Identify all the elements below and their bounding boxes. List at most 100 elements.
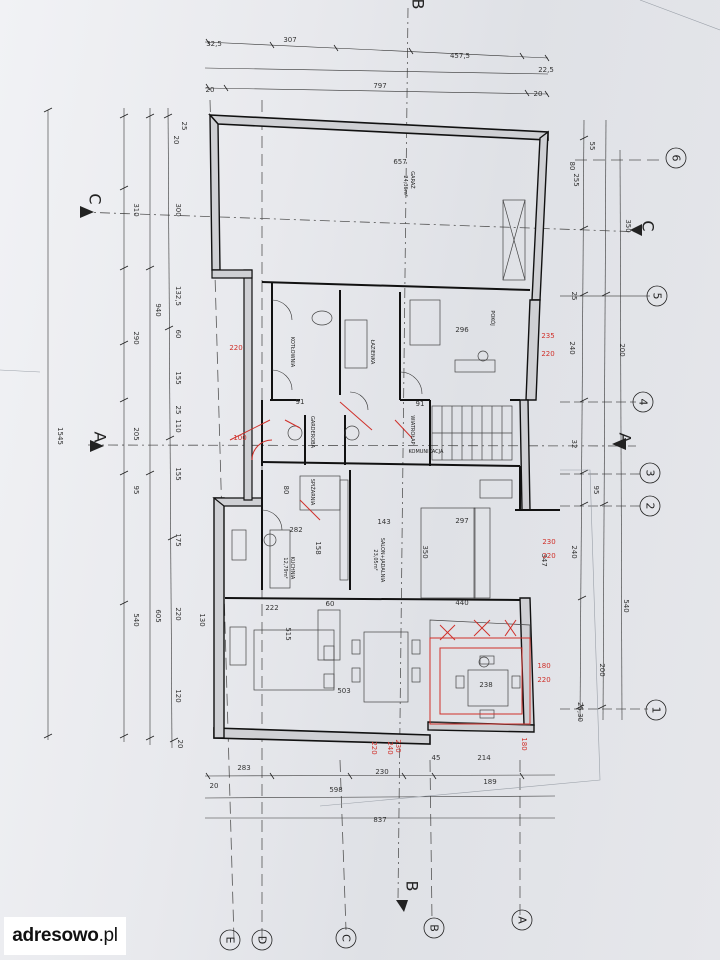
dim-left-11: 110	[174, 419, 182, 432]
dim-right-12: 200	[598, 663, 606, 676]
dim-left-0: 25	[180, 122, 188, 131]
dim-left-15: 605	[154, 609, 162, 622]
dim-left-19: 120	[174, 689, 182, 702]
dim-inner-3: 282	[289, 526, 302, 534]
dim-left-10: 25	[174, 406, 182, 415]
dim-inner-2: 297	[455, 517, 468, 525]
dim-right-3: 350	[624, 219, 632, 232]
dim-top-4: 20	[206, 86, 215, 94]
room-kitchen: KUCHNIA	[289, 557, 295, 580]
dim-bottom-0: 283	[237, 764, 250, 772]
door-swings	[261, 299, 423, 531]
dim-bottom-7: 20	[210, 782, 219, 790]
dim-inner-12: 91	[296, 398, 305, 406]
dim-inner-11: 350	[421, 545, 429, 558]
paper-edges	[0, 0, 720, 807]
dim-top-7: 657	[393, 158, 406, 166]
dim-bottom-1: 230	[375, 768, 388, 776]
dim-right-11: 540	[622, 599, 630, 612]
dims-left: 25 20 310 300 132,5 940 290 60 155 205 2…	[56, 122, 206, 749]
dim-right-10: 240	[570, 545, 578, 558]
room-hall: KOMUNIKACJA	[409, 449, 445, 455]
red-mark-labels: 235 220 100 220 180 220 230 220 180 230 …	[229, 332, 555, 755]
dim-right-0: 55	[588, 142, 596, 151]
room-living: SALON+JADALNIA	[379, 538, 385, 583]
axis-label-C: C	[340, 934, 353, 942]
dim-left-20: 20	[176, 740, 184, 749]
red-mark-1: 220	[541, 350, 554, 358]
axis-label-A: A	[516, 916, 529, 924]
dim-left-2: 310	[132, 203, 140, 216]
dim-left-12: 95	[132, 486, 140, 495]
dim-left-4: 132,5	[174, 286, 182, 306]
dim-left-14: 175	[174, 533, 182, 546]
dimension-lines	[47, 41, 623, 819]
dim-left-21: 1545	[56, 427, 64, 445]
dims-top: 32,5 307 457,5 22,5 20 797 20 657	[206, 36, 554, 166]
dim-left-13: 155	[174, 467, 182, 480]
dims-inner: 296 143 297 282 158 222 60 440 515 503 2…	[265, 326, 492, 695]
furniture	[229, 199, 531, 726]
dim-top-6: 20	[534, 90, 543, 98]
room-living-area: 23,05m²	[372, 549, 378, 570]
dim-left-17: 220	[174, 607, 182, 620]
axis-label-D: D	[256, 936, 269, 944]
dim-inner-8: 515	[284, 627, 292, 640]
room-garage: GARAŻ	[409, 171, 416, 189]
section-B-top: B	[409, 0, 428, 9]
dim-right-1: 80	[568, 162, 576, 171]
watermark-brand: adresowo	[12, 925, 99, 946]
dim-right-5: 240	[568, 341, 576, 354]
dims-bottom: 283 230 45 214 598 189 837 20	[210, 754, 497, 824]
dim-inner-14: 80	[282, 486, 290, 495]
dim-bottom-5: 189	[483, 778, 496, 786]
right-axis-circles	[632, 147, 687, 721]
dim-right-9: 347	[540, 553, 548, 566]
section-B-bottom: B	[403, 881, 422, 892]
dim-left-6: 290	[132, 331, 140, 344]
dim-right-8: 95	[592, 486, 600, 495]
room-boiler: KOTŁOWNIA	[289, 337, 295, 368]
dim-inner-6: 60	[326, 600, 335, 608]
room-labels: GARAŻ 24,36m² ŁAZIENKA KOTŁOWNIA GARDERO…	[282, 171, 496, 583]
dim-bottom-3: 214	[477, 754, 491, 762]
axis-label-6: 6	[670, 155, 683, 162]
red-mark-9: 230	[394, 739, 402, 752]
dim-left-7: 60	[174, 330, 182, 339]
dims-right: 55 80 255 350 25 240 200 32 95 347 240 5…	[540, 142, 632, 722]
room-bathroom: ŁAZIENKA	[369, 339, 375, 365]
dim-left-5: 940	[154, 303, 162, 316]
right-axis-labels: 6 5 4 3 2 1	[637, 155, 683, 714]
axis-label-E: E	[224, 937, 237, 944]
dim-inner-7: 440	[455, 599, 468, 607]
dim-left-9: 205	[132, 427, 140, 440]
dim-bottom-6: 837	[373, 816, 386, 824]
axis-label-1: 1	[650, 707, 663, 714]
dim-inner-5: 222	[265, 604, 278, 612]
section-A-left: A	[91, 432, 110, 443]
exterior-walls	[208, 113, 549, 745]
dim-top-2: 457,5	[450, 52, 470, 60]
dim-inner-9: 503	[337, 687, 350, 695]
dim-left-8: 155	[174, 371, 182, 384]
bottom-axis-circles	[219, 909, 533, 951]
room-garage-area: 24,36m²	[402, 175, 408, 196]
dim-top-3: 22,5	[538, 66, 554, 74]
dim-right-6: 200	[618, 343, 626, 356]
room-wardrobe: GARDEROBA	[309, 416, 315, 449]
dim-bottom-4: 598	[329, 786, 342, 794]
dim-right-2: 255	[572, 173, 580, 186]
red-mark-6: 230	[542, 538, 555, 546]
dim-top-0: 32,5	[206, 40, 222, 48]
watermark-tld: .pl	[98, 925, 118, 946]
section-C-left: C	[86, 193, 105, 204]
dim-inner-0: 296	[455, 326, 469, 334]
room-kitchen-area: 12,79m²	[282, 557, 288, 578]
room-office: POKÓJ	[489, 310, 496, 325]
red-mark-7: 220	[542, 552, 555, 560]
dim-top-5: 797	[373, 82, 386, 90]
red-mark-11: 240	[386, 741, 394, 754]
section-C-right: C	[639, 220, 658, 231]
red-mark-4: 180	[537, 662, 550, 670]
